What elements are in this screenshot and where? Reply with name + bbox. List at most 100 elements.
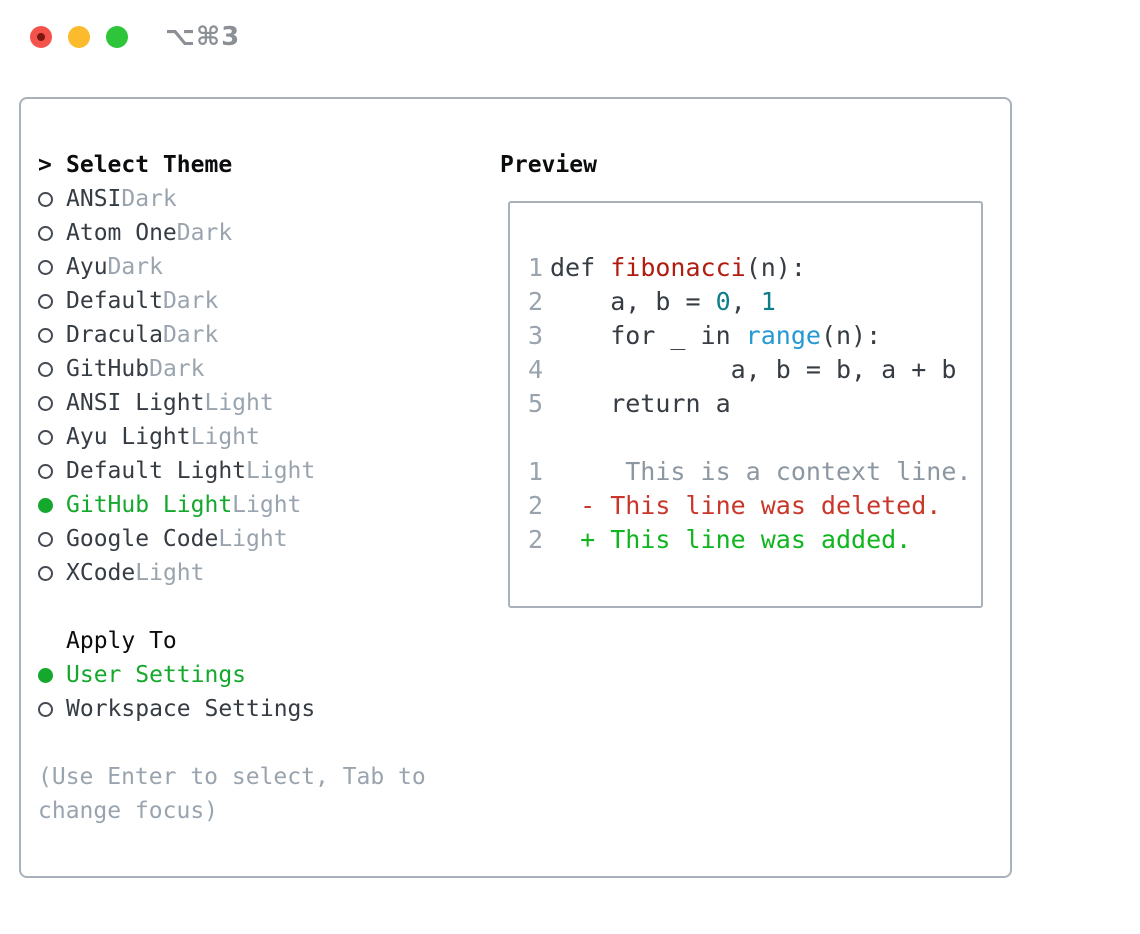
theme-option-github-light-light[interactable]: GitHub Light Light — [38, 488, 488, 522]
maximize-button[interactable] — [106, 26, 128, 48]
theme-name: Google Code — [66, 526, 219, 552]
spacer — [38, 726, 488, 760]
minimize-button[interactable] — [68, 26, 90, 48]
line-number: 2 — [528, 287, 544, 316]
theme-option-ayu-light-light[interactable]: Ayu Light Light — [38, 420, 488, 454]
diff-added-line: 2 + This line was added. — [528, 523, 981, 557]
theme-variant: Light — [246, 458, 316, 484]
radio-unselected-icon — [38, 565, 53, 581]
radio-selected-icon — [38, 667, 53, 683]
hint-text: change focus) — [38, 798, 219, 824]
theme-option-github-dark[interactable]: GitHub Dark — [38, 352, 488, 386]
code-token: range — [745, 321, 821, 350]
apply-option-label: Workspace Settings — [66, 696, 316, 722]
radio-marker — [38, 429, 66, 445]
theme-option-ansi-light-light[interactable]: ANSI Light Light — [38, 386, 488, 420]
theme-option-ayu-dark[interactable]: Ayu Dark — [38, 250, 488, 284]
radio-unselected-icon — [38, 259, 53, 275]
theme-option-atom-one-dark[interactable]: Atom One Dark — [38, 216, 488, 250]
apply-to-header: Apply To — [38, 624, 488, 658]
theme-option-ansi-dark[interactable]: ANSI Dark — [38, 182, 488, 216]
radio-unselected-icon — [38, 463, 53, 479]
theme-name: Atom One — [66, 220, 177, 246]
theme-variant: Dark — [162, 322, 219, 348]
theme-variant: Dark — [149, 356, 205, 382]
code-line: 5 return a — [528, 387, 981, 421]
theme-name: Default Light — [66, 458, 247, 484]
code-token: def — [550, 253, 611, 282]
radio-marker — [38, 497, 66, 513]
theme-list-header: > Select Theme — [38, 148, 488, 182]
theme-variant: Light — [232, 492, 302, 518]
radio-unselected-icon — [38, 293, 53, 309]
preview-title: Preview — [500, 152, 597, 178]
radio-unselected-icon — [38, 327, 53, 343]
code-token: , — [730, 287, 761, 316]
close-button-dot-icon — [37, 33, 45, 41]
radio-marker — [38, 259, 66, 275]
theme-name: ANSI — [66, 186, 122, 212]
theme-variant: Dark — [176, 220, 233, 246]
code-token: - This line was deleted. — [550, 491, 942, 520]
hint-text: (Use Enter to select, Tab to — [38, 764, 426, 790]
radio-marker — [38, 701, 66, 717]
apply-to-title: Apply To — [66, 628, 177, 654]
spacer — [38, 590, 488, 624]
close-button[interactable] — [30, 26, 52, 48]
apply-option-user-settings[interactable]: User Settings — [38, 658, 488, 692]
code-token: a, b = b, a + b — [550, 355, 957, 384]
theme-variant: Light — [218, 526, 288, 552]
window-shortcut-label: ⌥⌘3 — [165, 22, 241, 52]
radio-unselected-icon — [38, 701, 53, 717]
line-number: 1 — [528, 253, 544, 282]
theme-name: Default — [66, 288, 163, 314]
apply-option-workspace-settings[interactable]: Workspace Settings — [38, 692, 488, 726]
theme-variant: Light — [135, 560, 205, 586]
theme-list-title: Select Theme — [66, 152, 233, 178]
theme-option-default-light-light[interactable]: Default Light Light — [38, 454, 488, 488]
line-number: 5 — [528, 389, 544, 418]
code-token: + This line was added. — [550, 525, 912, 554]
line-number: 1 — [528, 457, 544, 486]
theme-variant: Dark — [107, 254, 163, 280]
theme-option-google-code-light[interactable]: Google Code Light — [38, 522, 488, 556]
code-token: a, b = — [550, 287, 716, 316]
blank-line — [528, 421, 981, 455]
radio-marker — [38, 667, 66, 683]
titlebar — [30, 26, 128, 48]
radio-marker — [38, 293, 66, 309]
code-token: return a — [550, 389, 731, 418]
radio-unselected-icon — [38, 361, 53, 377]
radio-marker — [38, 327, 66, 343]
theme-name: Ayu — [66, 254, 108, 280]
apply-option-label: User Settings — [66, 662, 247, 688]
theme-name: ANSI Light — [66, 390, 205, 416]
radio-marker — [38, 361, 66, 377]
code-token: (n): — [745, 253, 806, 282]
diff-deleted-line: 2 - This line was deleted. — [528, 489, 981, 523]
diff-context-line: 1 This is a context line. — [528, 455, 981, 489]
code-token: (n): — [820, 321, 882, 350]
theme-name: XCode — [66, 560, 136, 586]
theme-variant: Light — [190, 424, 260, 450]
code-token: This is a context line. — [550, 457, 972, 486]
theme-variant: Dark — [162, 288, 219, 314]
radio-unselected-icon — [38, 429, 53, 445]
radio-marker — [38, 225, 66, 241]
radio-unselected-icon — [38, 225, 53, 241]
theme-option-default-dark[interactable]: Default Dark — [38, 284, 488, 318]
theme-option-xcode-light[interactable]: XCode Light — [38, 556, 488, 590]
radio-selected-icon — [38, 497, 53, 513]
radio-marker — [38, 191, 66, 207]
prompt-caret-icon: > — [38, 152, 52, 178]
radio-marker — [38, 565, 66, 581]
line-number: 4 — [528, 355, 544, 384]
line-number: 2 — [528, 491, 544, 520]
theme-option-dracula-dark[interactable]: Dracula Dark — [38, 318, 488, 352]
theme-name: Dracula — [66, 322, 163, 348]
radio-unselected-icon — [38, 191, 53, 207]
code-token: 1 — [760, 287, 776, 316]
